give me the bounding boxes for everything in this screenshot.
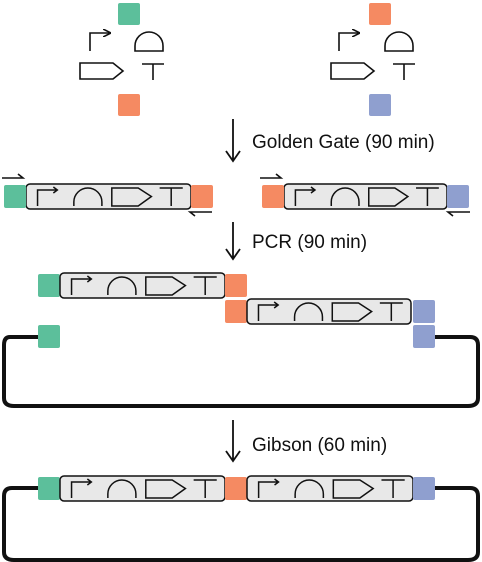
rbs-icon <box>294 479 325 498</box>
overhang-teal <box>38 325 60 348</box>
promoter-icon <box>89 33 110 51</box>
unit-box <box>246 298 412 325</box>
plasmid-backbone <box>2 486 480 562</box>
rbs-icon <box>134 31 164 52</box>
cds-icon <box>145 479 187 499</box>
overhang-teal <box>4 185 26 208</box>
terminator-icon <box>159 187 183 206</box>
down-arrow-icon <box>225 222 241 261</box>
transcription-unit-right <box>283 183 448 210</box>
cds-icon <box>332 479 375 499</box>
vector-backbone <box>1 335 480 408</box>
down-arrow-icon <box>225 420 241 463</box>
step-pcr: PCR (90 min) <box>225 222 367 261</box>
step-label-pcr: PCR (90 min) <box>252 232 367 253</box>
reverse-primer-icon <box>445 211 470 217</box>
terminator-icon <box>381 479 405 498</box>
step-gibson: Gibson (60 min) <box>225 420 387 463</box>
parts-set-right <box>330 3 415 116</box>
overhang-orange <box>369 3 391 25</box>
promoter-icon <box>257 478 280 498</box>
rbs-icon <box>107 276 137 295</box>
terminator-icon <box>393 63 415 80</box>
pcr-product-left <box>59 272 226 299</box>
promoter-icon <box>338 33 359 51</box>
overhang-orange <box>225 477 247 500</box>
step-label-gibson: Gibson (60 min) <box>252 435 387 456</box>
terminator-icon <box>416 187 439 206</box>
promoter-icon <box>36 186 59 206</box>
overhang-orange <box>118 94 140 116</box>
promoter-icon <box>294 186 317 206</box>
assembled-unit-left <box>59 475 226 502</box>
cds-icon <box>368 187 410 207</box>
rbs-icon <box>107 479 137 498</box>
rbs-icon <box>330 187 360 206</box>
forward-primer-icon <box>260 173 284 179</box>
overhang-orange <box>225 274 247 297</box>
cds-icon <box>330 62 376 80</box>
overhang-blue <box>413 300 435 323</box>
parts-set-left <box>79 3 164 116</box>
overhang-blue <box>413 325 435 348</box>
overhang-teal <box>118 3 140 25</box>
terminator-icon <box>379 302 403 321</box>
overhang-orange <box>262 185 284 208</box>
promoter-icon <box>70 478 93 498</box>
promoter-icon <box>257 301 280 321</box>
rbs-icon <box>73 187 103 206</box>
assembled-unit-right <box>246 475 414 502</box>
terminator-icon <box>193 479 217 498</box>
overhang-teal <box>38 274 60 297</box>
cds-icon <box>331 302 373 322</box>
promoter-icon <box>70 275 93 295</box>
rbs-icon <box>384 31 414 52</box>
overhang-orange <box>191 185 213 208</box>
cds-icon <box>79 62 125 80</box>
overhang-teal <box>38 477 60 500</box>
reverse-primer-icon <box>187 211 212 217</box>
down-arrow-icon <box>225 119 241 163</box>
forward-primer-icon <box>2 173 26 179</box>
terminator-icon <box>142 63 164 80</box>
overhang-orange <box>225 300 247 323</box>
overhang-blue <box>369 94 391 116</box>
rbs-icon <box>293 302 324 321</box>
pcr-product-right <box>246 298 412 325</box>
cds-icon <box>111 187 153 207</box>
step-golden-gate: Golden Gate (90 min) <box>225 119 435 163</box>
overhang-blue <box>447 185 469 208</box>
terminator-icon <box>193 276 217 295</box>
step-label-golden-gate: Golden Gate (90 min) <box>252 132 435 153</box>
overhang-blue <box>413 477 435 500</box>
cds-icon <box>145 276 187 296</box>
transcription-unit-left <box>25 183 192 210</box>
